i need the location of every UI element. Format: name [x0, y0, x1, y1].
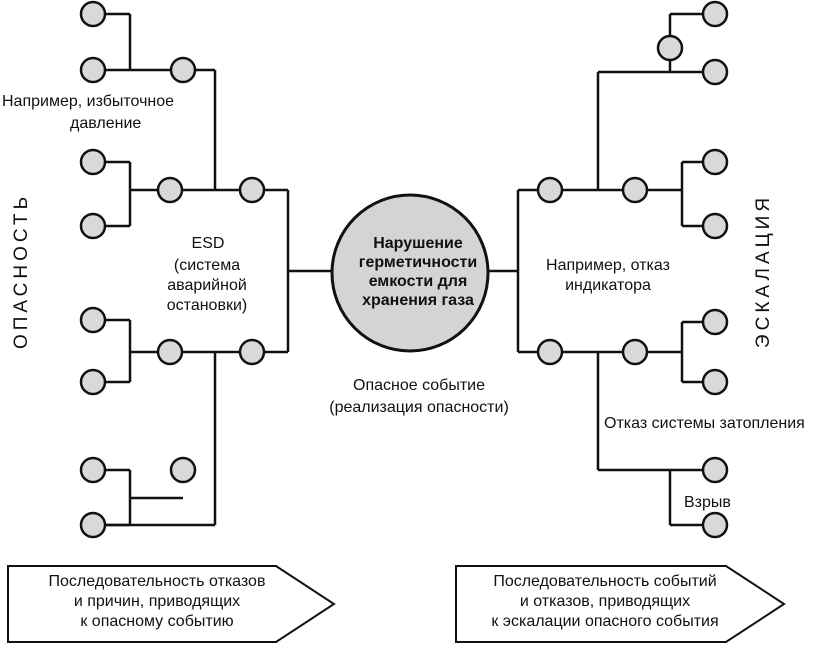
- indicator-failure-label-1: Например, отказ: [546, 257, 670, 274]
- node-circle-2: [169, 56, 197, 84]
- left-arrow-shape: [7, 565, 336, 643]
- node-circle-5: [156, 176, 184, 204]
- node-circle-21: [536, 338, 564, 366]
- node-circle-10: [238, 338, 266, 366]
- node-circle-15: [701, 58, 729, 86]
- center-title-line-2: герметичности: [358, 254, 478, 271]
- node-circle-14: [701, 0, 729, 28]
- esd-description-2: аварийной: [167, 277, 247, 294]
- node-circle-4: [79, 212, 107, 240]
- center-event-title: Нарушение герметичности емкости для хран…: [340, 234, 496, 310]
- node-circle-23: [701, 308, 729, 336]
- left-arrow-line-1: Последовательность отказов: [48, 573, 266, 590]
- esd-description-3: остановки): [166, 297, 248, 314]
- hazardous-event-label-1: Опасное событие: [353, 377, 485, 394]
- center-title-line-1: Нарушение: [373, 235, 463, 252]
- right-arrow-line-1: Последовательность событий: [493, 573, 717, 590]
- center-title-line-4: хранения газа: [362, 292, 474, 309]
- indicator-failure-label-2: индикатора: [565, 277, 651, 294]
- node-circle-13: [79, 511, 107, 539]
- esd-label: ESD: [191, 235, 225, 252]
- node-circle-8: [79, 368, 107, 396]
- node-circle-0: [79, 0, 107, 28]
- left-arrow-text: Последовательность отказов и причин, при…: [8, 572, 306, 632]
- node-circle-1: [79, 56, 107, 84]
- center-title-line-3: емкости для: [368, 273, 468, 290]
- hazard-side-title: ОПАСНОСТЬ: [11, 192, 32, 350]
- node-circle-25: [701, 456, 729, 484]
- right-arrow-line-2: и отказов, приводящих: [519, 593, 691, 610]
- node-circle-16: [656, 34, 684, 62]
- right-arrow-line-3: к эскалации опасного события: [491, 613, 719, 630]
- node-circle-19: [701, 148, 729, 176]
- right-arrow-text: Последовательность событий и отказов, пр…: [456, 572, 754, 632]
- center-event-circle: [330, 193, 490, 353]
- node-circle-22: [621, 338, 649, 366]
- arrow-shapes: [7, 565, 786, 643]
- node-circle-18: [621, 176, 649, 204]
- explosion-label: Взрыв: [684, 494, 731, 511]
- node-circle-11: [79, 456, 107, 484]
- node-circle-24: [701, 368, 729, 396]
- left-arrow-line-2: и причин, приводящих: [73, 593, 241, 610]
- hazardous-event-label-2: (реализация опасности): [329, 399, 509, 416]
- node-circle-17: [536, 176, 564, 204]
- node-circle-12: [169, 456, 197, 484]
- node-circle-6: [238, 176, 266, 204]
- example-overpressure-label-2: давление: [70, 115, 142, 132]
- node-circle-9: [156, 338, 184, 366]
- node-circle-7: [79, 306, 107, 334]
- flood-system-failure-label: Отказ системы затопления: [604, 415, 805, 432]
- left-arrow-line-3: к опасному событию: [80, 613, 234, 630]
- node-circle-26: [701, 511, 729, 539]
- node-circle-3: [79, 148, 107, 176]
- escalation-side-title: ЭСКАЛАЦИЯ: [753, 193, 774, 349]
- nodes: [79, 0, 729, 539]
- node-circle-20: [701, 212, 729, 240]
- right-arrow-shape: [455, 565, 786, 643]
- esd-description-1: (система: [173, 257, 241, 274]
- example-overpressure-label-1: Например, избыточное: [2, 93, 175, 110]
